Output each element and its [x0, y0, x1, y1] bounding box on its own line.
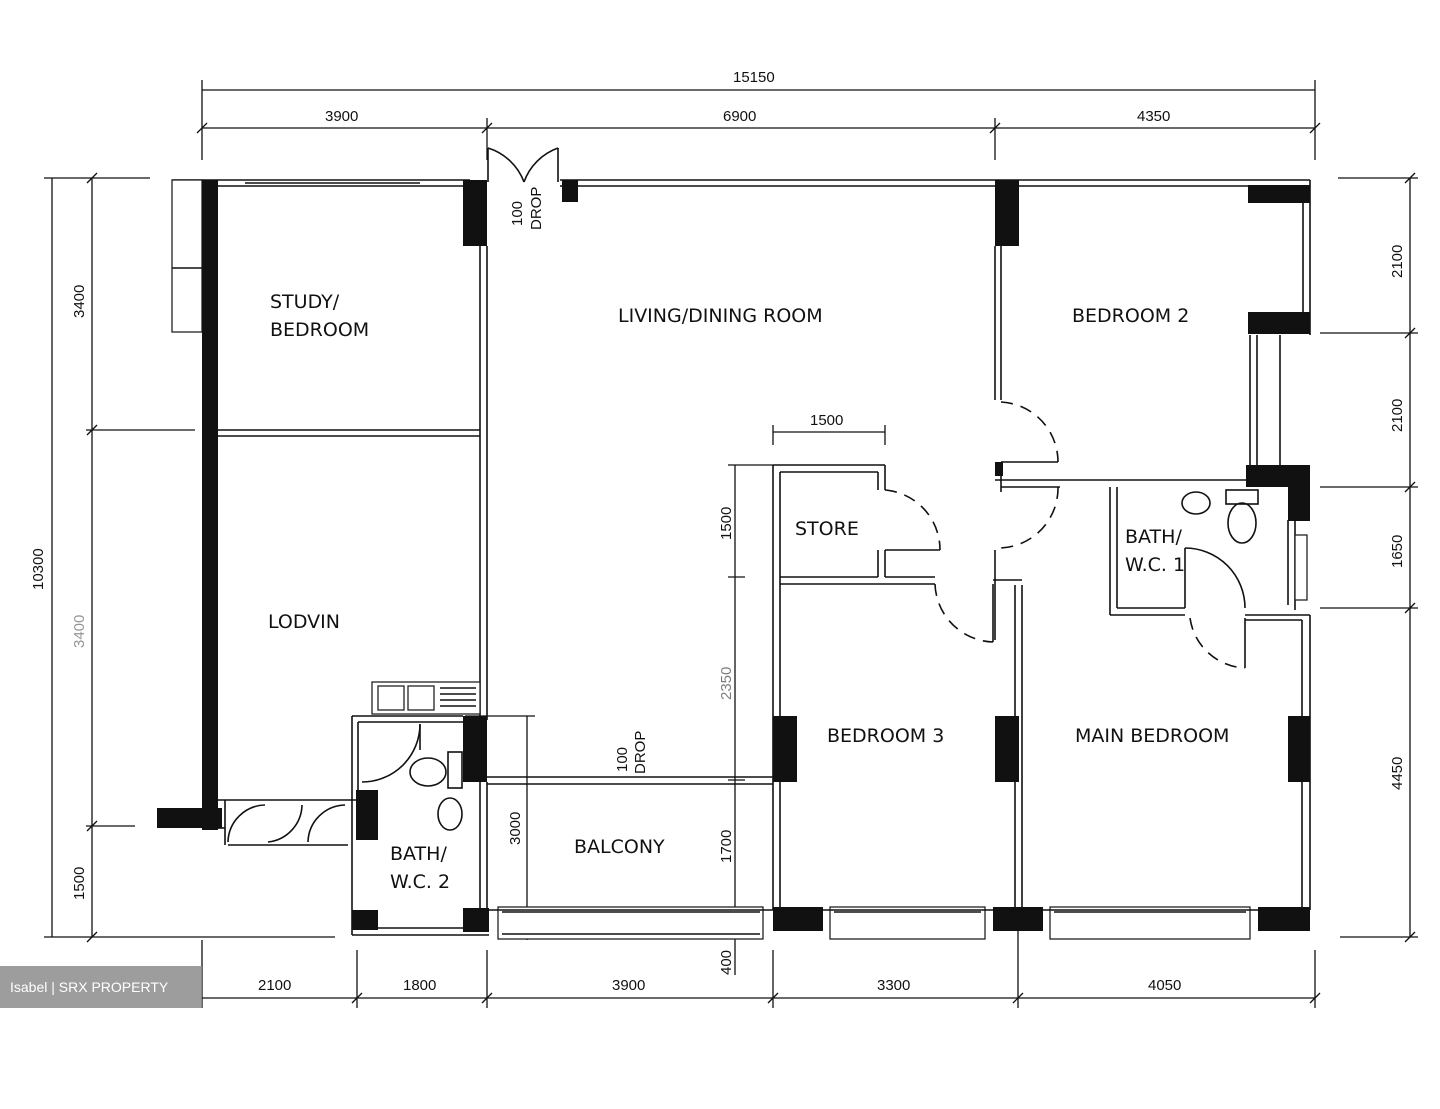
dim-bottom-seg-1: 2100: [258, 977, 291, 994]
dim-store-width: 1500: [810, 412, 843, 429]
dim-top-seg-1: 3900: [325, 108, 358, 125]
room-label-kitchen: LODVIN: [268, 611, 340, 633]
toilet-icon: [409, 757, 447, 787]
drop-note-balcony-num: 100: [614, 747, 631, 772]
room-label-living-dining: LIVING/DINING ROOM: [618, 305, 823, 327]
basin-icon: [1181, 491, 1211, 515]
dim-right-seg-2: 2100: [1389, 399, 1406, 432]
dim-left-seg-1: 3400: [71, 285, 88, 318]
room-label-bath-2-2: W.C. 2: [390, 871, 450, 893]
dim-interior-mid: 2350: [718, 667, 735, 700]
dim-left-seg-2: 3400: [71, 615, 88, 648]
dim-top-seg-3: 4350: [1137, 108, 1170, 125]
dim-balcony-1700: 1700: [718, 830, 735, 863]
room-label-bedroom-2: BEDROOM 2: [1072, 305, 1189, 327]
toilet-icon: [1227, 502, 1257, 544]
drop-note-entry-num: 100: [509, 201, 526, 226]
room-label-store: STORE: [795, 518, 859, 540]
room-label-study: STUDY/: [270, 291, 340, 313]
sanitary-fixtures: [409, 489, 1259, 831]
room-label-balcony: BALCONY: [574, 836, 665, 858]
dim-store-height: 1500: [718, 507, 735, 540]
dim-bottom-seg-4: 3300: [877, 977, 910, 994]
dim-balcony-3000: 3000: [507, 812, 524, 845]
dim-bottom-400: 400: [718, 950, 735, 975]
walls: [157, 179, 1311, 940]
dimension-labels: 15150 3900 6900 4350 2100 1800 3900 3300…: [30, 69, 1406, 994]
dim-right-seg-3: 1650: [1389, 535, 1406, 568]
dim-top-total: 15150: [733, 69, 775, 86]
room-label-bath-1: BATH/: [1125, 526, 1182, 548]
dim-right-seg-1: 2100: [1389, 245, 1406, 278]
dim-top-seg-2: 6900: [723, 108, 756, 125]
dimension-lines: [44, 80, 1418, 1008]
room-label-bath-1-2: W.C. 1: [1125, 554, 1185, 576]
dim-bottom-seg-5: 4050: [1148, 977, 1181, 994]
room-label-bedroom-3: BEDROOM 3: [827, 725, 944, 747]
dim-bottom-seg-2: 1800: [403, 977, 436, 994]
basin-icon: [437, 797, 463, 831]
dim-left-total: 10300: [30, 548, 47, 590]
watermark-badge: Isabel | SRX PROPERTY: [0, 966, 202, 1008]
room-label-study-2: BEDROOM: [270, 319, 369, 341]
dim-right-seg-4: 4450: [1389, 757, 1406, 790]
drop-note-entry-word: DROP: [528, 187, 545, 230]
watermark-text: Isabel | SRX PROPERTY: [10, 979, 169, 995]
dim-bottom-seg-3: 3900: [612, 977, 645, 994]
room-label-bath-2: BATH/: [390, 843, 447, 865]
room-labels: STUDY/ BEDROOM LIVING/DINING ROOM BEDROO…: [268, 187, 1229, 893]
room-label-main-bedroom: MAIN BEDROOM: [1075, 725, 1229, 747]
dim-left-seg-3: 1500: [71, 867, 88, 900]
doors: [227, 147, 1246, 846]
drop-note-balcony-word: DROP: [632, 731, 649, 774]
